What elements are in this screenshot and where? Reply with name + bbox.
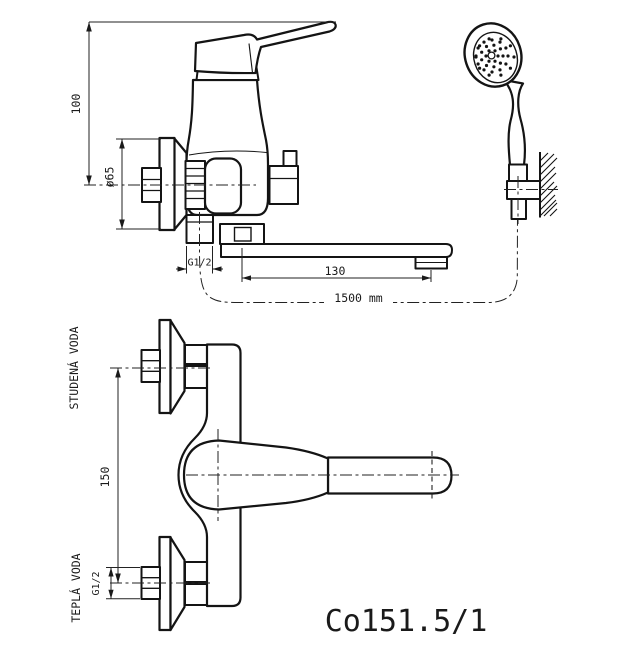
spout [220, 243, 453, 270]
dim-inlet-thread-label: G1/2 [91, 571, 102, 595]
dim-inlet-spacing-label: 150 [98, 467, 112, 488]
holder-centerlines [504, 176, 558, 224]
warm-inlet [140, 535, 208, 632]
front-view: 150 G1/2 STUDENÁ VODA TEPLÁ VODA [66, 318, 459, 632]
cold-inlet [140, 318, 208, 415]
hand-shower [463, 22, 558, 224]
label-warm-water: TEPLÁ VODA [68, 553, 83, 622]
shower-head-center [487, 51, 496, 60]
shower-hose: 1500 mm [199, 212, 518, 305]
dim-spout-reach: 130 [241, 248, 432, 282]
dim-inlet-thread: G1/2 [91, 567, 140, 600]
shower-head [463, 22, 523, 88]
label-cold-water: STUDENÁ VODA [66, 326, 81, 409]
shower-holder [506, 163, 541, 220]
hose-length-label: 1500 mm [334, 291, 383, 305]
spout-nut [219, 223, 265, 245]
dim-height-label: 100 [69, 94, 83, 115]
dim-inlet-spacing: 150 [98, 368, 121, 583]
hose-path [199, 212, 518, 303]
diverter-knob [268, 150, 299, 205]
top-view: 100 ø65 G1/2 130 1500 [69, 20, 518, 305]
cartridge-cover [203, 157, 243, 215]
spout-nozzle [414, 256, 448, 270]
dim-flange-diameter: ø65 [103, 138, 161, 230]
dim-spout-reach-label: 130 [325, 264, 346, 278]
lever-handle [193, 20, 337, 75]
front-centerlines [110, 367, 459, 584]
shower-handle [502, 78, 526, 167]
wall-hatching [539, 152, 558, 217]
dim-height: 100 [69, 21, 336, 185]
wall-flange [158, 136, 188, 232]
wall-section [539, 152, 558, 218]
shower-spray-nozzles [474, 37, 516, 77]
product-code: Co151.5/1 [325, 604, 488, 639]
dim-flange-label: ø65 [103, 167, 117, 188]
